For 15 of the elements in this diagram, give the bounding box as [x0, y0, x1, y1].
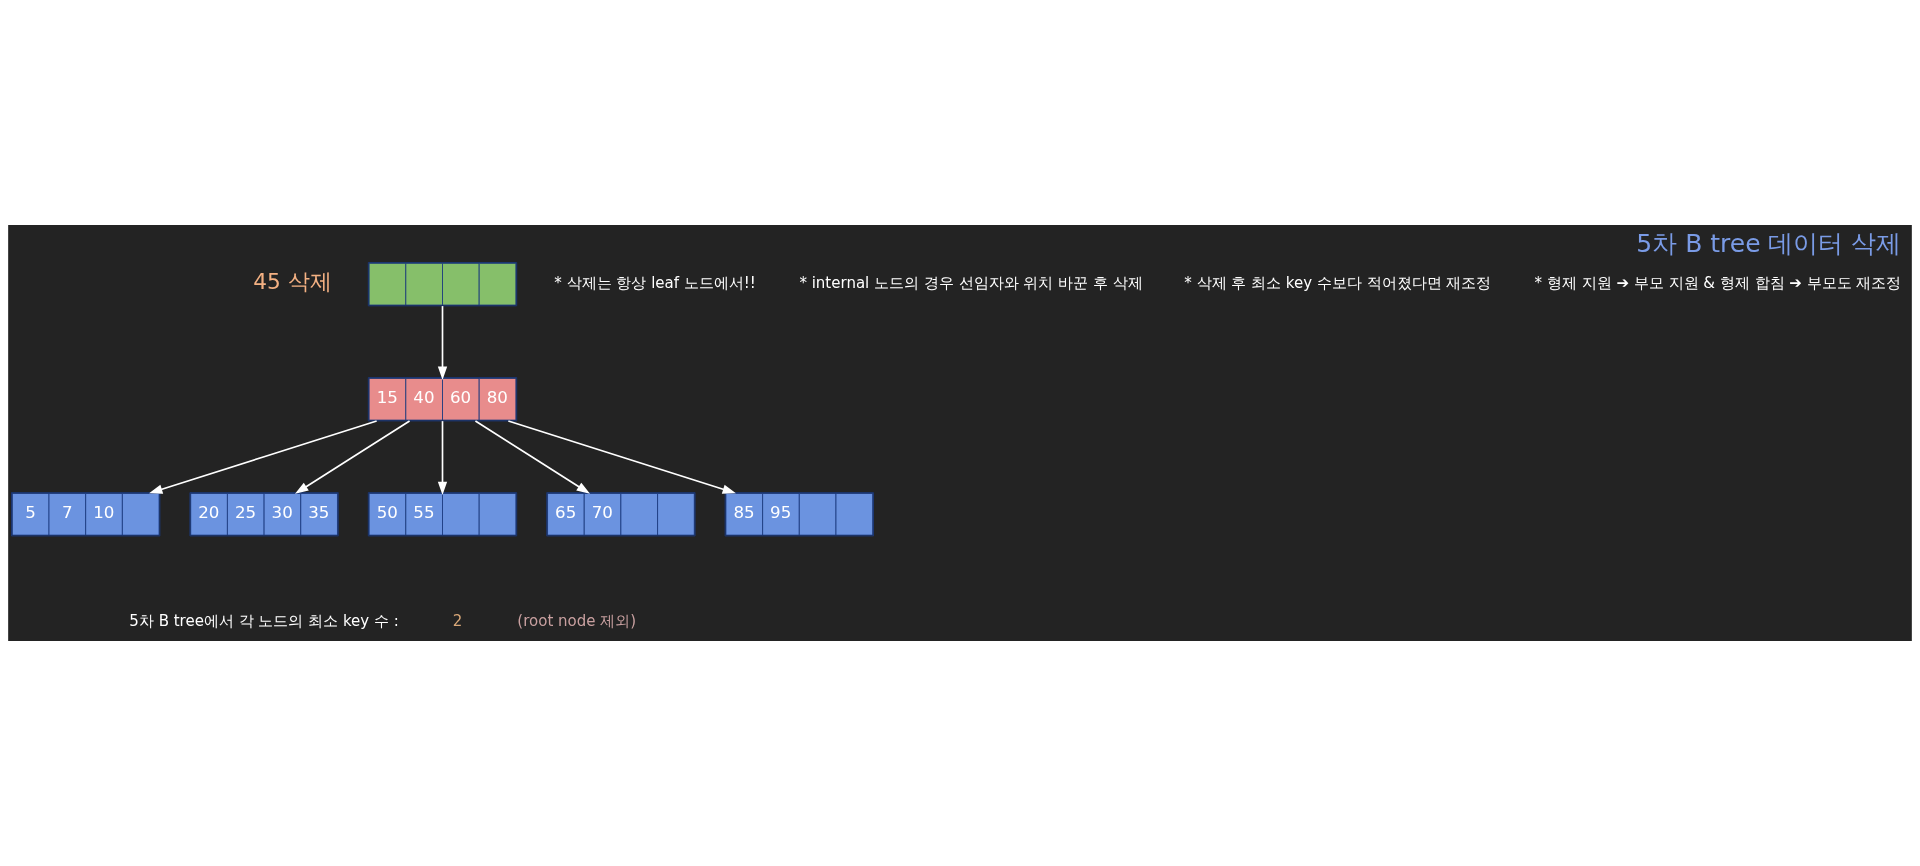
label: * 삭제 후 최소 key 수보다 적어졌다면 재조정 — [1184, 273, 1492, 292]
label: * 삭제는 항상 leaf 노드에서!! — [554, 273, 756, 292]
label: (root node 제외) — [517, 612, 637, 631]
arrow — [437, 420, 448, 496]
arrow — [149, 420, 378, 494]
label: * 형제 지원 ➔ 부모 지원 & 형제 합침 ➔ 부모도 재조정 — [1534, 273, 1902, 292]
arrow — [507, 420, 736, 494]
label: * internal 노드의 경우 선임자와 위치 바꾼 후 삭제 — [799, 273, 1143, 292]
label: 45 삭제 — [253, 269, 332, 295]
label: 5차 B tree에서 각 노드의 최소 key 수 : — [129, 612, 399, 631]
arrow — [295, 420, 411, 494]
diagram-title: 5차 B tree 데이터 삭제 — [1636, 228, 1902, 258]
arrow — [437, 305, 448, 380]
label: 2 — [452, 612, 463, 631]
arrow — [474, 420, 590, 494]
